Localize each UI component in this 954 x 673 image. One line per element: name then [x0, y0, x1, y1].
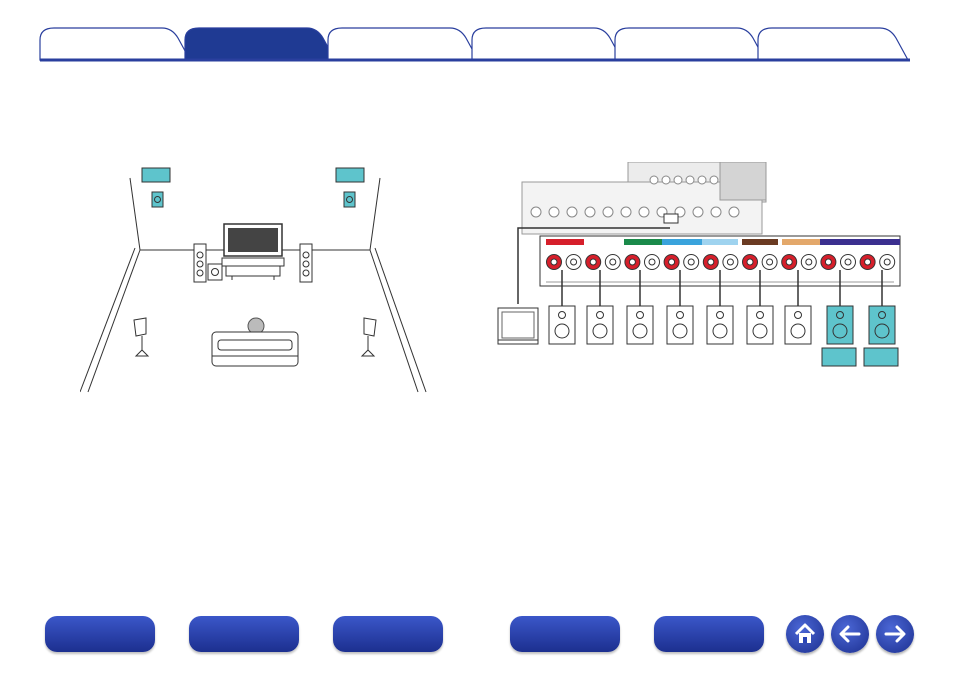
speaker-woofer: [592, 323, 608, 339]
channel-color-band: [546, 239, 584, 245]
front-height-left-marker: [141, 167, 171, 183]
speaker-terminal-core: [668, 258, 676, 266]
arrow-right-icon: [884, 625, 906, 643]
channel-color-band: [662, 239, 702, 245]
speaker-icon: [706, 305, 734, 345]
speaker-terminal-core: [785, 258, 793, 266]
home-icon: [794, 623, 816, 643]
speaker-terminal-core: [883, 258, 891, 266]
speaker-woofer: [832, 323, 848, 339]
channel-color-band: [742, 239, 778, 245]
front-height-right-marker: [335, 167, 365, 183]
subwoofer-icon: [207, 263, 223, 281]
height-right-label: [863, 347, 899, 367]
panel-jack: [566, 206, 578, 218]
speaker-terminal-core: [550, 258, 558, 266]
forward-button[interactable]: [876, 615, 914, 653]
speaker-tweeter: [596, 311, 604, 319]
tv-icon: [221, 223, 285, 280]
tab-shape-6[interactable]: [757, 27, 910, 61]
speaker-terminal-core: [746, 258, 754, 266]
bottom-nav-button-2[interactable]: [189, 616, 299, 652]
panel-jack: [673, 175, 683, 185]
speaker-icon: [586, 305, 614, 345]
speaker-woofer: [712, 323, 728, 339]
tab-shape-2[interactable]: [184, 27, 337, 61]
bottom-nav-button-1[interactable]: [45, 616, 155, 652]
room-layout-diagram: [80, 167, 427, 393]
speaker-tweeter: [636, 311, 644, 319]
speaker-terminal-core: [844, 258, 852, 266]
speaker-tweeter: [794, 311, 802, 319]
speaker-terminal-core: [824, 258, 832, 266]
panel-jack: [710, 206, 722, 218]
panel-jack: [530, 206, 542, 218]
home-button[interactable]: [786, 615, 824, 653]
speaker-woofer: [874, 323, 890, 339]
arrow-left-icon: [839, 625, 861, 643]
panel-jack: [548, 206, 560, 218]
front-left-speaker-icon: [193, 243, 207, 283]
speaker-terminal-core: [570, 258, 578, 266]
speaker-tweeter: [676, 311, 684, 319]
speaker-woofer: [554, 323, 570, 339]
panel-jack: [692, 206, 704, 218]
speaker-tweeter: [836, 311, 844, 319]
tab-shape-5[interactable]: [614, 27, 767, 61]
channel-color-band: [702, 239, 738, 245]
panel-jack: [602, 206, 614, 218]
speaker-tweeter: [716, 311, 724, 319]
tab-shape-3[interactable]: [327, 27, 480, 61]
panel-jack: [584, 206, 596, 218]
panel-jack: [620, 206, 632, 218]
speaker-terminal-core: [766, 258, 774, 266]
height-speaker-right-icon: [343, 191, 356, 208]
height-left-label: [821, 347, 857, 367]
channel-color-band: [820, 239, 900, 245]
speaker-tweeter: [558, 311, 566, 319]
panel-jack: [728, 206, 740, 218]
speaker-terminal-core: [707, 258, 715, 266]
speaker-terminal-core: [589, 258, 597, 266]
height-speaker-left-icon: [151, 191, 164, 208]
speaker-tweeter: [756, 311, 764, 319]
surround-left-speaker-icon: [133, 317, 150, 357]
speaker-woofer: [632, 323, 648, 339]
panel-jack: [649, 175, 659, 185]
speaker-terminal-core: [609, 258, 617, 266]
speaker-terminal-core: [805, 258, 813, 266]
speaker-woofer: [752, 323, 768, 339]
top-tab-bar: [0, 0, 954, 64]
panel-jack: [638, 206, 650, 218]
back-button[interactable]: [831, 615, 869, 653]
speaker-terminal-core: [648, 258, 656, 266]
speaker-connection-diagram: [497, 162, 901, 367]
speaker-icon: [784, 305, 812, 345]
panel-jack: [661, 175, 671, 185]
surround-right-speaker-icon: [360, 317, 377, 357]
subwoofer-cable: [517, 227, 670, 304]
channel-color-band: [782, 239, 820, 245]
sofa-icon: [211, 317, 299, 367]
front-right-speaker-icon: [299, 243, 313, 283]
bottom-nav-button-5[interactable]: [654, 616, 764, 652]
speaker-woofer: [790, 323, 806, 339]
speaker-terminal-core: [687, 258, 695, 266]
speaker-terminal-core: [628, 258, 636, 266]
tab-bar-graphic: [39, 27, 910, 62]
speaker-terminal-core: [726, 258, 734, 266]
tab-shape-1[interactable]: [39, 27, 192, 61]
receiver-rear-panel: [521, 162, 767, 235]
subwoofer-icon: [497, 307, 539, 345]
panel-jack: [685, 175, 695, 185]
channel-color-band: [624, 239, 662, 245]
bottom-nav-button-4[interactable]: [510, 616, 620, 652]
speaker-tweeter: [878, 311, 886, 319]
panel-jack: [697, 175, 707, 185]
tab-shape-4[interactable]: [471, 27, 624, 61]
panel-jack: [709, 175, 719, 185]
speaker-terminal-core: [864, 258, 872, 266]
bottom-nav-button-3[interactable]: [333, 616, 443, 652]
speaker-woofer: [672, 323, 688, 339]
